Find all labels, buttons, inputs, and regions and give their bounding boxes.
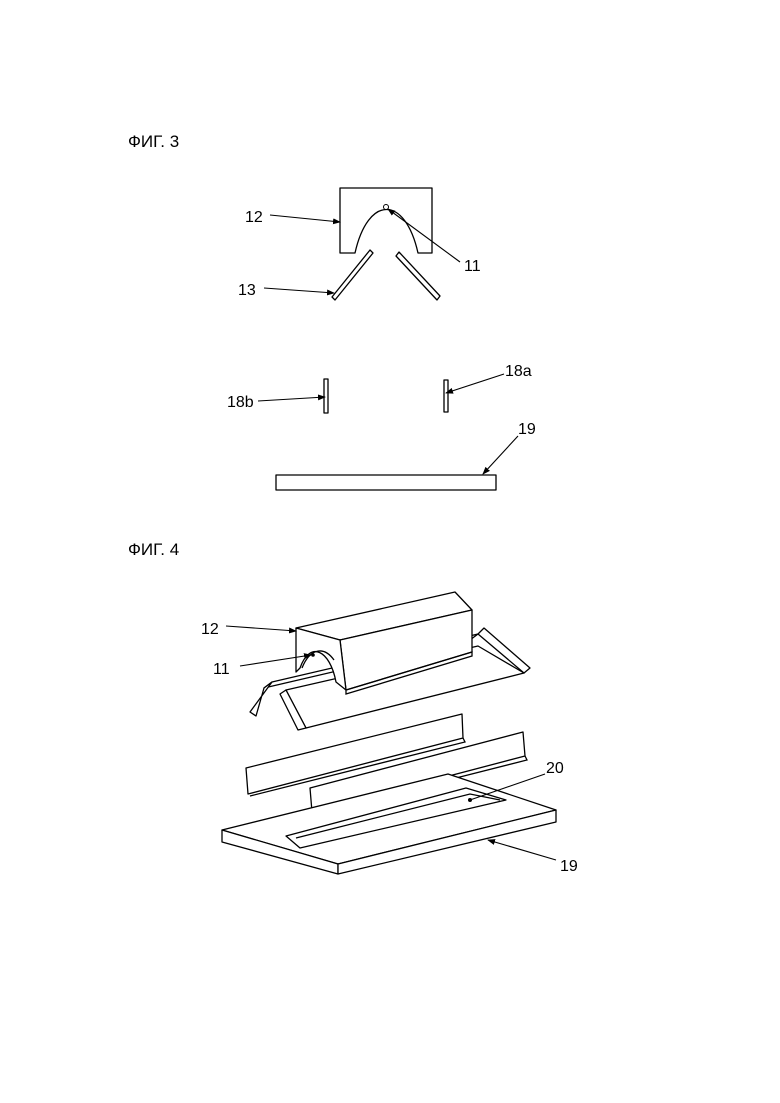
leader-12-fig4 [226, 626, 296, 631]
figure-4: ФИГ. 4 [128, 540, 578, 875]
ref-11: 11 [464, 258, 481, 275]
leader-20-dot [468, 798, 472, 802]
ref-11-fig4: 11 [213, 661, 230, 678]
side-strip-18b [324, 379, 328, 413]
base-19-isometric [222, 774, 556, 874]
ref-12-fig4: 12 [201, 621, 219, 638]
ref-18b: 18b [227, 394, 254, 411]
ref-19: 19 [518, 421, 536, 438]
ref-19-fig4: 19 [560, 858, 578, 875]
ref-12: 12 [245, 209, 263, 226]
leader-13 [264, 288, 334, 293]
leader-18b [258, 397, 325, 401]
aperture-11 [384, 205, 389, 210]
housing-12-front-view [340, 188, 432, 253]
ref-13: 13 [238, 282, 256, 299]
plates-13 [332, 250, 440, 300]
leader-12 [270, 215, 340, 222]
side-strip-18a [444, 380, 448, 412]
leader-19 [483, 436, 518, 474]
ref-18a: 18a [505, 363, 532, 380]
figure-4-title: ФИГ. 4 [128, 540, 179, 559]
leader-19-fig4 [488, 840, 556, 860]
leader-18a [446, 374, 504, 393]
base-19-front-view [276, 475, 496, 490]
ref-20: 20 [546, 760, 564, 777]
figure-3: ФИГ. 3 12 11 13 18b 18a 19 [128, 132, 536, 490]
figure-3-title: ФИГ. 3 [128, 132, 179, 151]
aperture-11-isometric [311, 653, 315, 657]
